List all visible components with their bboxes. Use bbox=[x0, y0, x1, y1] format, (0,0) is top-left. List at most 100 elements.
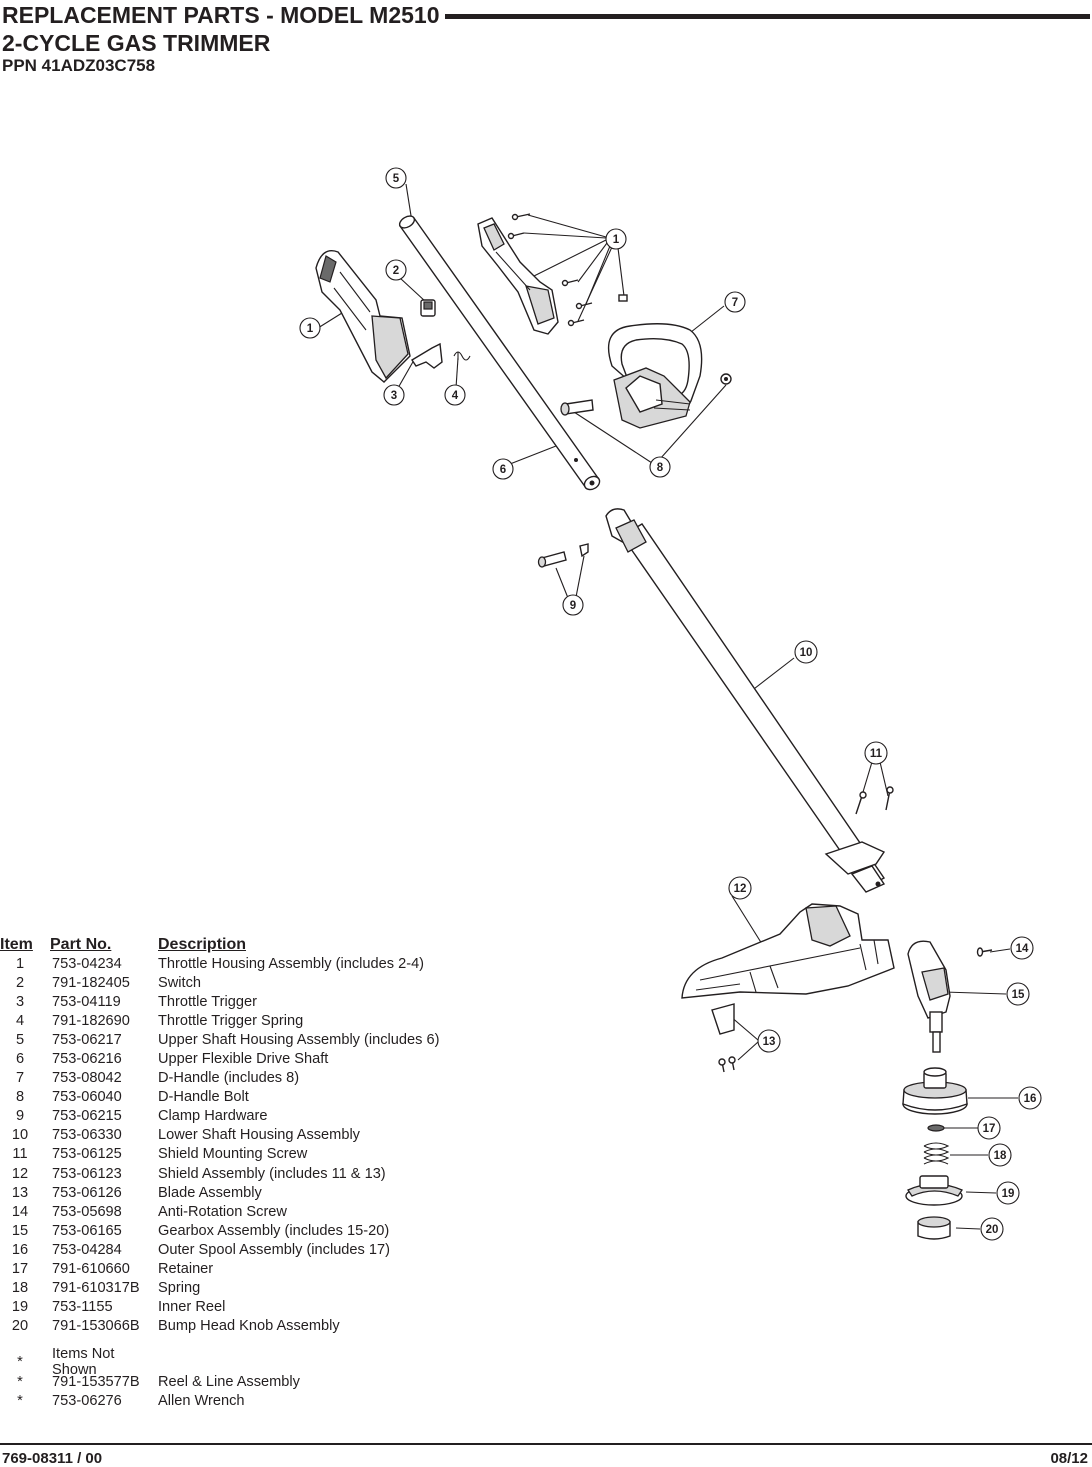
part-no-cell: 791-153066B bbox=[52, 1318, 140, 1335]
retainer bbox=[927, 1124, 945, 1132]
description-cell: D-Handle Bolt bbox=[158, 1089, 249, 1106]
inner-reel bbox=[905, 1175, 963, 1206]
parts-table-header: Item Part No. Description bbox=[0, 930, 520, 954]
spring bbox=[923, 1142, 950, 1165]
header-description: Description bbox=[158, 936, 247, 953]
callout-17: 17 bbox=[977, 1116, 1001, 1140]
callout-14: 14 bbox=[1010, 936, 1034, 960]
description-cell: Shield Mounting Screw bbox=[158, 1146, 308, 1163]
callout-12: 12 bbox=[728, 876, 752, 900]
svg-text:12: 12 bbox=[734, 883, 747, 895]
upper-shaft-housing bbox=[398, 215, 601, 491]
description-cell: Shield Assembly (includes 11 & 13) bbox=[158, 1165, 386, 1182]
callout-15: 15 bbox=[1006, 982, 1030, 1006]
svg-text:1: 1 bbox=[307, 323, 314, 335]
description-cell: Lower Shaft Housing Assembly bbox=[158, 1127, 360, 1144]
callout-20: 20 bbox=[980, 1217, 1004, 1241]
callout-3: 3 bbox=[383, 384, 405, 406]
throttle-housing-right bbox=[477, 217, 559, 335]
svg-text:15: 15 bbox=[1012, 989, 1025, 1001]
description-cell: Gearbox Assembly (includes 15-20) bbox=[158, 1222, 390, 1239]
description-cell: Bump Head Knob Assembly bbox=[158, 1318, 340, 1335]
item-cell: * bbox=[17, 1373, 23, 1390]
document-number: 769-08311 / 00 bbox=[2, 1450, 103, 1467]
throttle-housing-left bbox=[315, 250, 411, 383]
exploded-parts-diagram: 5 1 2 7 1 3 4 8 6 9 10 11 12 14 15 13 16… bbox=[299, 167, 1042, 1241]
title-row: REPLACEMENT PARTS - MODEL M2510 bbox=[2, 0, 1090, 30]
part-no-cell: 753-1155 bbox=[52, 1299, 113, 1316]
part-no-cell: 791-182690 bbox=[52, 1012, 130, 1029]
ppn-number: PPN 41ADZ03C758 bbox=[2, 56, 156, 75]
description-cell: Spring bbox=[158, 1280, 201, 1297]
callout-6: 6 bbox=[492, 458, 514, 480]
header-item: Item bbox=[0, 936, 33, 953]
part-no-cell: 753-04284 bbox=[52, 1241, 122, 1258]
svg-text:18: 18 bbox=[994, 1150, 1007, 1162]
shield-assembly bbox=[681, 903, 895, 999]
description-cell: Allen Wrench bbox=[158, 1392, 245, 1409]
throttle-housing-screws bbox=[507, 213, 628, 327]
svg-text:19: 19 bbox=[1002, 1188, 1015, 1200]
svg-text:6: 6 bbox=[500, 464, 506, 476]
part-no-cell: 753-05698 bbox=[52, 1203, 122, 1220]
description-cell: Anti-Rotation Screw bbox=[158, 1203, 287, 1220]
callout-9: 9 bbox=[562, 594, 584, 616]
item-cell: 9 bbox=[15, 1108, 25, 1125]
svg-text:20: 20 bbox=[986, 1224, 999, 1236]
gearbox-assembly bbox=[907, 940, 951, 1053]
item-cell: 6 bbox=[15, 1051, 25, 1068]
shield-mounting-screws bbox=[855, 786, 894, 815]
part-no-cell: Items Not Shown bbox=[52, 1346, 115, 1379]
part-no-cell: 753-06040 bbox=[52, 1089, 122, 1106]
callout-5: 5 bbox=[385, 167, 407, 189]
item-cell: 12 bbox=[11, 1165, 29, 1182]
description-cell: Clamp Hardware bbox=[158, 1108, 268, 1125]
svg-text:10: 10 bbox=[800, 647, 813, 659]
svg-text:1: 1 bbox=[613, 234, 620, 246]
anti-rotation-screw bbox=[976, 947, 993, 957]
callout-19: 19 bbox=[996, 1181, 1020, 1205]
document-date: 08/12 bbox=[1050, 1450, 1088, 1467]
d-handle-bolt bbox=[560, 399, 594, 416]
item-cell: 4 bbox=[15, 1012, 25, 1029]
item-cell: 18 bbox=[11, 1280, 29, 1297]
item-cell: * bbox=[17, 1354, 23, 1371]
callout-1-right: 1 bbox=[605, 228, 627, 250]
note-row: * Items Not Shown bbox=[0, 1346, 520, 1378]
description-cell: Upper Shaft Housing Assembly (includes 6… bbox=[158, 1031, 440, 1048]
description-cell: Switch bbox=[158, 974, 201, 991]
part-no-cell: 753-06126 bbox=[52, 1184, 122, 1201]
svg-text:11: 11 bbox=[870, 748, 883, 760]
bump-head-knob bbox=[917, 1216, 951, 1240]
lower-shaft-housing bbox=[605, 508, 886, 893]
svg-text:3: 3 bbox=[391, 390, 397, 402]
svg-text:2: 2 bbox=[393, 265, 399, 277]
item-cell: 8 bbox=[15, 1089, 25, 1106]
item-cell: 20 bbox=[11, 1318, 29, 1335]
item-cell: 17 bbox=[11, 1261, 29, 1278]
part-no-cell: 753-06125 bbox=[52, 1146, 122, 1163]
item-cell: * bbox=[17, 1392, 23, 1409]
svg-text:7: 7 bbox=[732, 297, 738, 309]
part-no-cell: 753-06123 bbox=[52, 1165, 122, 1182]
svg-text:5: 5 bbox=[393, 173, 400, 185]
throttle-trigger bbox=[411, 342, 443, 369]
svg-text:16: 16 bbox=[1024, 1093, 1037, 1105]
svg-text:4: 4 bbox=[452, 390, 459, 402]
item-cell: 13 bbox=[11, 1184, 29, 1201]
item-cell: 2 bbox=[15, 974, 25, 991]
svg-text:9: 9 bbox=[570, 600, 576, 612]
part-no-cell: 753-06215 bbox=[52, 1108, 122, 1125]
